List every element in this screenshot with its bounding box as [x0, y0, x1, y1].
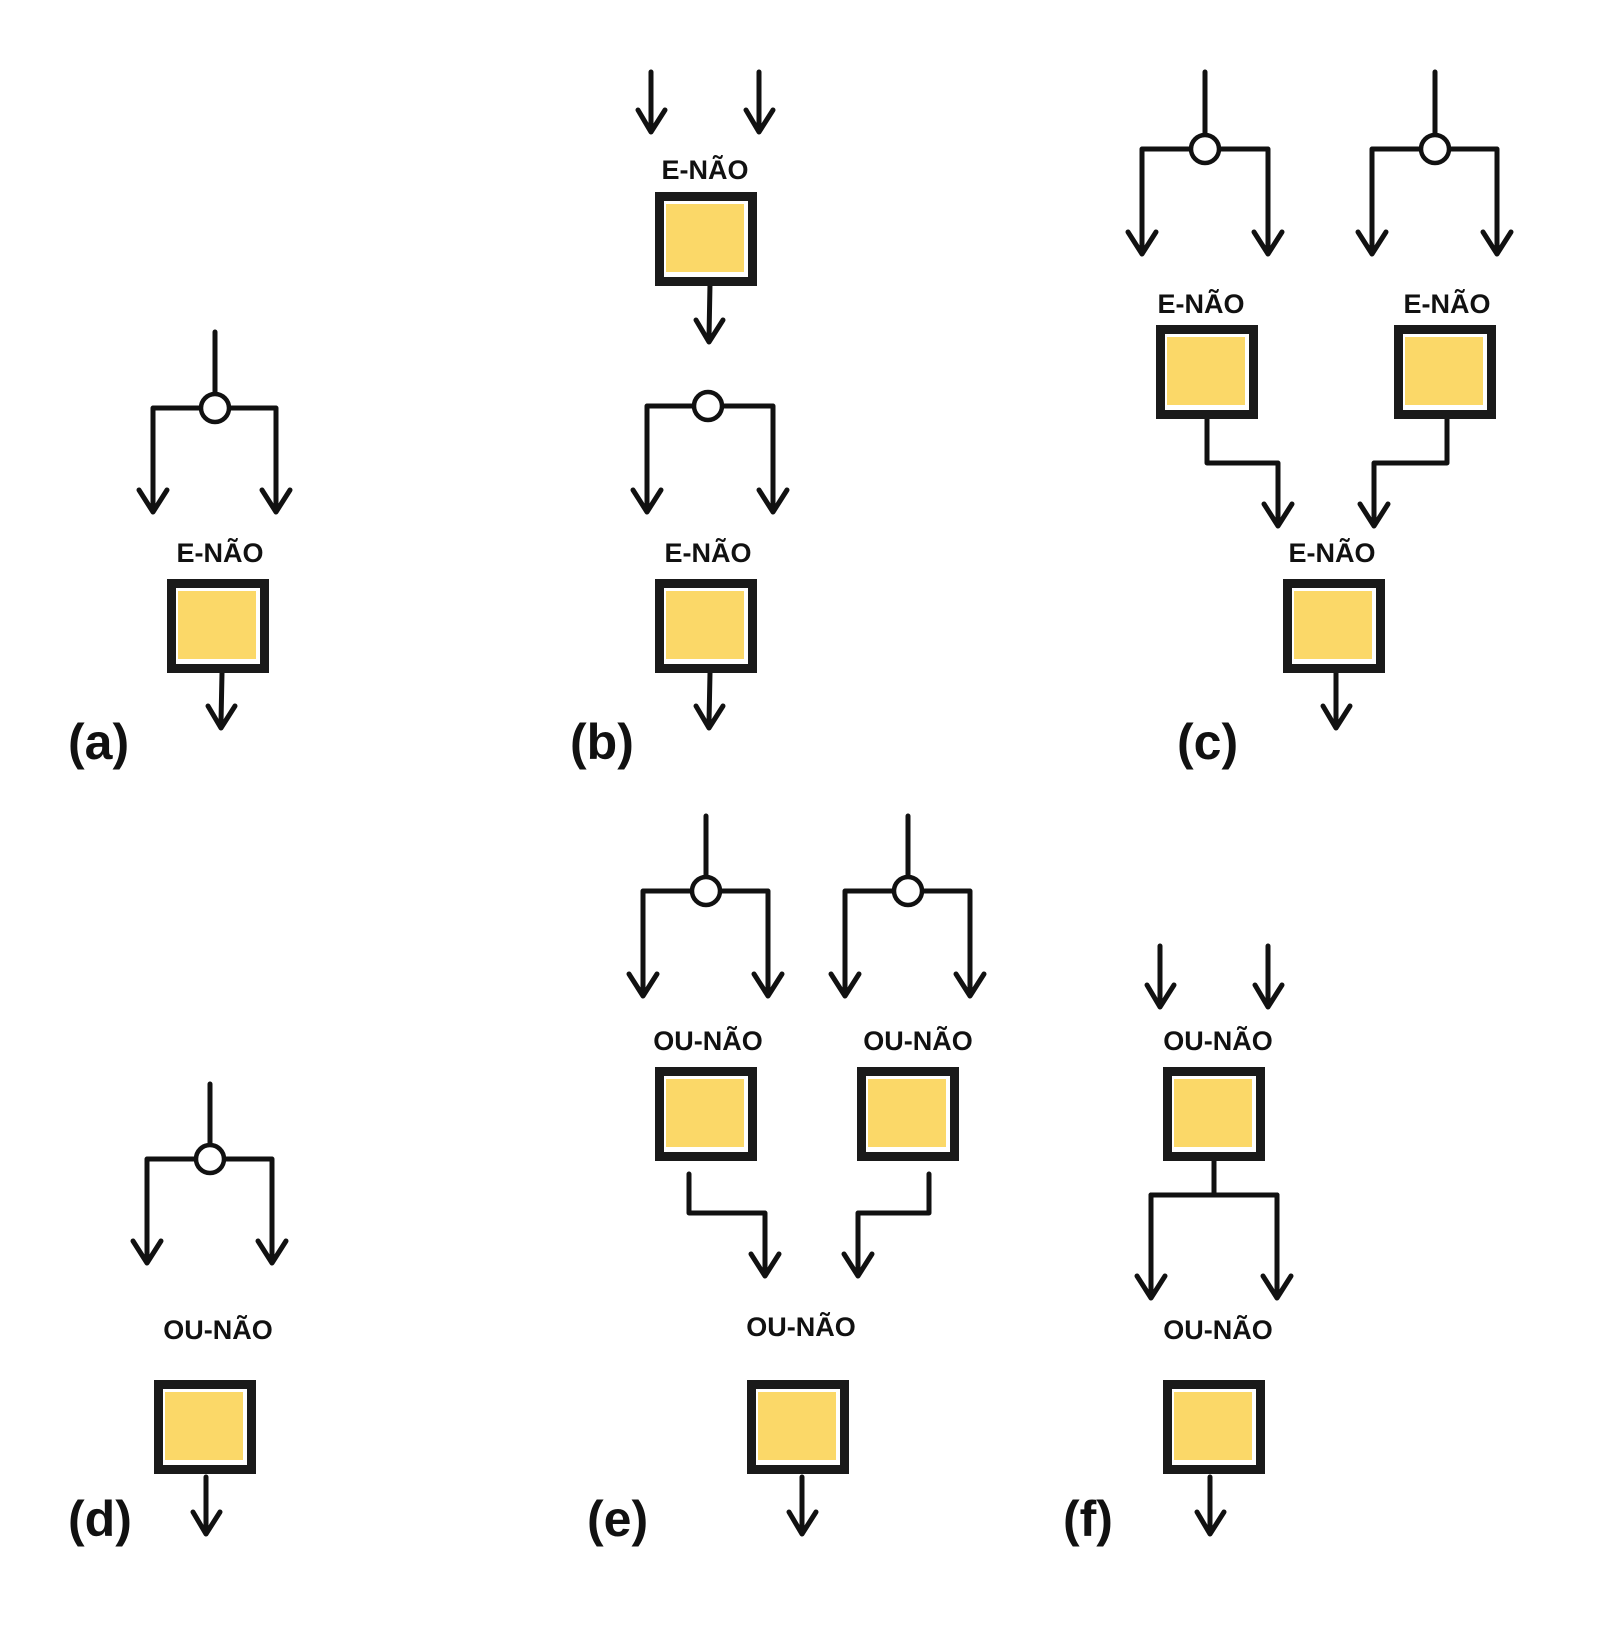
wires [136, 329, 293, 731]
gate-label: OU-NÃO [746, 1311, 856, 1342]
panel-label: (f) [1063, 1491, 1113, 1547]
junction-node [1188, 132, 1222, 166]
gate-label: OU-NÃO [863, 1025, 973, 1056]
panel-label: (a) [68, 714, 129, 770]
wires [130, 1081, 289, 1537]
gate-label: OU-NÃO [163, 1314, 273, 1345]
gate-box [154, 1380, 256, 1474]
gate-box [1283, 579, 1385, 673]
wires [1125, 69, 1514, 731]
gate-box [655, 192, 757, 286]
gate-box [1156, 325, 1258, 419]
gate-label: E-NÃO [662, 154, 749, 185]
panel-e: OU-NÃO OU-NÃO OU-NÃO (e) [587, 813, 987, 1547]
junction-node [198, 391, 232, 425]
gate-box [1394, 325, 1496, 419]
gate-label: OU-NÃO [1163, 1025, 1273, 1056]
gate-label: E-NÃO [1158, 288, 1245, 319]
gate-box [857, 1067, 959, 1161]
gate-box [1163, 1067, 1265, 1161]
panel-d: OU-NÃO (d) [68, 1081, 289, 1547]
junction-node [689, 874, 723, 908]
gate-label: E-NÃO [177, 537, 264, 568]
junction-node [691, 389, 725, 423]
wires [626, 813, 987, 1537]
panel-b: E-NÃO E-NÃO (b) [570, 69, 790, 770]
panel-label: (d) [68, 1491, 132, 1547]
junction-node [193, 1142, 227, 1176]
gate-label: E-NÃO [1404, 288, 1491, 319]
gate-label: E-NÃO [665, 537, 752, 568]
junction-node [1418, 132, 1452, 166]
gate-box [1163, 1380, 1265, 1474]
panel-f: OU-NÃO OU-NÃO (f) [1063, 943, 1294, 1547]
junction-node [891, 874, 925, 908]
panel-label: (c) [1177, 714, 1238, 770]
gate-box [747, 1380, 849, 1474]
gate-label: E-NÃO [1289, 537, 1376, 568]
gate-box [655, 579, 757, 673]
panel-a: E-NÃO (a) [68, 329, 293, 770]
panel-c: E-NÃO E-NÃO E-NÃO (c) [1125, 69, 1514, 770]
wires [1134, 943, 1294, 1537]
gate-label: OU-NÃO [653, 1025, 763, 1056]
gate-box [655, 1067, 757, 1161]
gate-label: OU-NÃO [1163, 1314, 1273, 1345]
wires [630, 69, 790, 731]
panel-label: (e) [587, 1491, 648, 1547]
panel-label: (b) [570, 714, 634, 770]
gate-box [167, 579, 269, 673]
